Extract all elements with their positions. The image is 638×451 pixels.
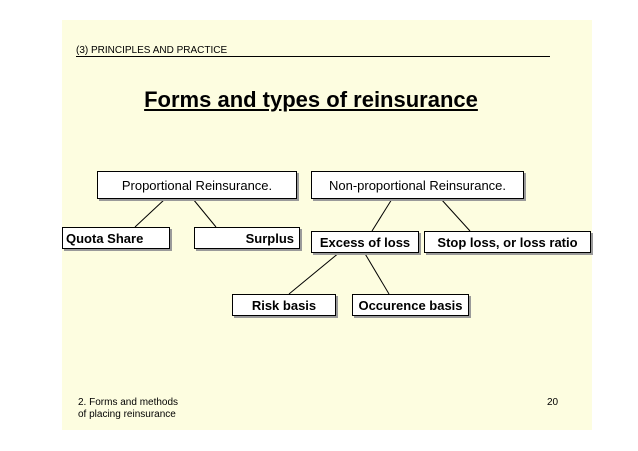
node-quota-share: Quota Share bbox=[62, 227, 170, 249]
node-surplus: Surplus bbox=[194, 227, 300, 249]
connector-excess-risk bbox=[288, 251, 341, 295]
connector-nonprop-stoploss bbox=[440, 198, 471, 232]
node-risk-basis: Risk basis bbox=[232, 294, 336, 316]
header-text: (3) PRINCIPLES AND PRACTICE bbox=[76, 45, 550, 57]
slide: (3) PRINCIPLES AND PRACTICE Forms and ty… bbox=[62, 20, 592, 430]
connector-nonprop-excess bbox=[371, 198, 393, 232]
node-proportional-reinsurance: Proportional Reinsurance. bbox=[97, 171, 297, 199]
connector-proportional-surplus bbox=[192, 198, 217, 228]
connector-proportional-quota bbox=[134, 198, 166, 228]
node-stop-loss: Stop loss, or loss ratio bbox=[424, 231, 591, 253]
node-non-proportional-reinsurance: Non-proportional Reinsurance. bbox=[311, 171, 524, 199]
connector-excess-occurence bbox=[363, 251, 390, 295]
node-surplus-label: Surplus bbox=[245, 230, 294, 246]
footer-section: 2. Forms and methods of placing reinsura… bbox=[78, 397, 238, 421]
footer-line-1: 2. Forms and methods bbox=[78, 397, 179, 408]
footer-line-2: of placing reinsurance bbox=[78, 409, 176, 420]
page-number: 20 bbox=[547, 397, 559, 408]
node-occurence-basis: Occurence basis bbox=[352, 294, 469, 316]
slide-title: Forms and types of reinsurance bbox=[144, 87, 478, 112]
node-excess-of-loss: Excess of loss bbox=[311, 231, 419, 253]
